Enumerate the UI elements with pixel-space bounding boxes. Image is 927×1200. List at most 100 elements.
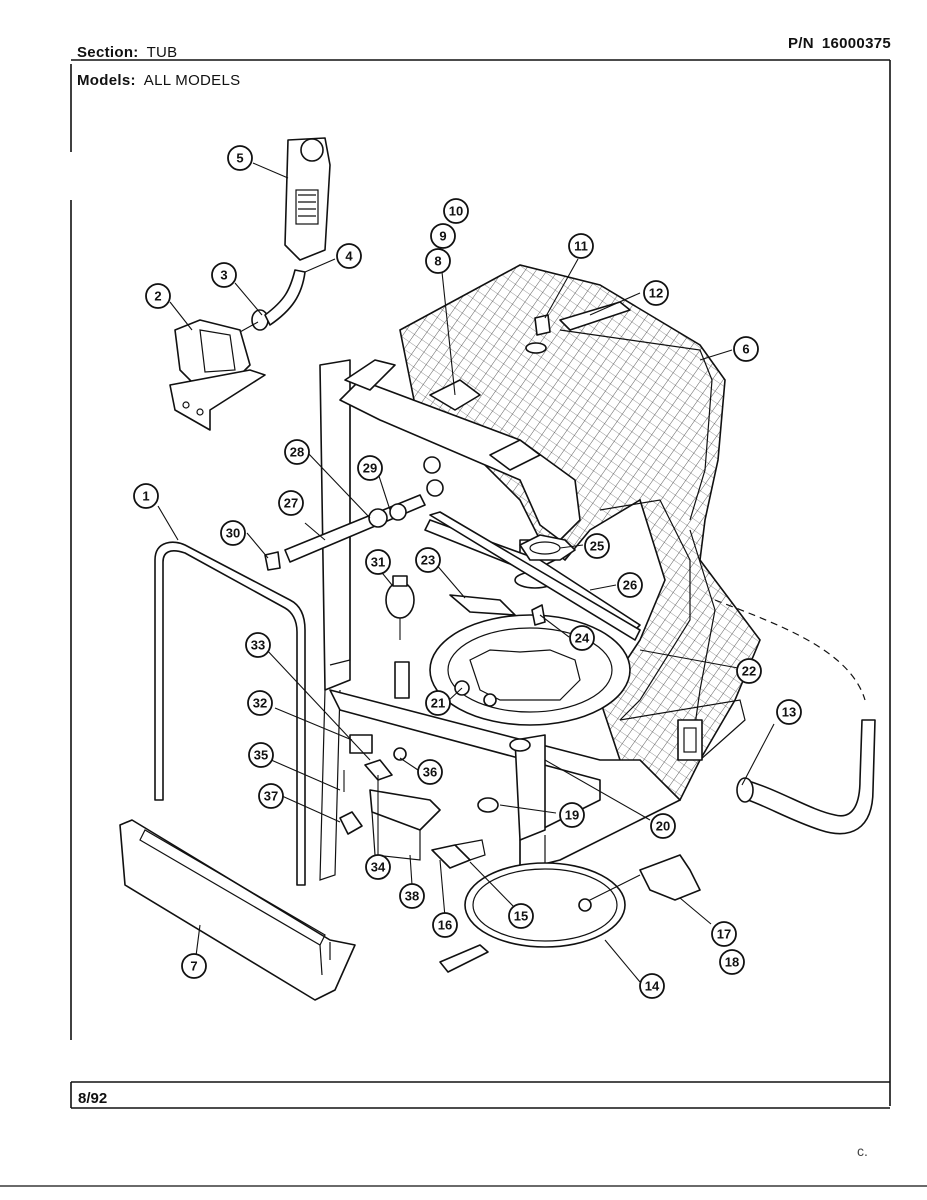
callout-33: 33	[245, 632, 271, 658]
svg-text:38: 38	[405, 889, 419, 904]
svg-text:8: 8	[434, 254, 441, 269]
models-value: ALL MODELS	[143, 72, 241, 89]
svg-text:22: 22	[742, 664, 756, 679]
svg-text:30: 30	[226, 526, 240, 541]
fill-valve	[169, 319, 266, 431]
svg-text:24: 24	[575, 631, 590, 646]
pump-bracket	[509, 734, 546, 881]
svg-text:5: 5	[236, 151, 243, 166]
upper-spray-tube	[264, 456, 444, 571]
drain-hose	[714, 599, 876, 835]
svg-text:33: 33	[251, 638, 265, 653]
callout-11: 11	[568, 233, 594, 259]
tub-body	[319, 359, 746, 881]
svg-text:35: 35	[254, 748, 268, 763]
callout-18: 18	[719, 949, 745, 975]
callout-5: 5	[227, 145, 253, 171]
svg-text:6: 6	[742, 342, 749, 357]
svg-text:13: 13	[782, 705, 796, 720]
revision-date: 8/92	[78, 1090, 108, 1107]
callout-38: 38	[399, 883, 425, 909]
section-heading: Section: TUB	[77, 44, 177, 61]
svg-text:12: 12	[649, 286, 663, 301]
callout-1: 1	[133, 483, 159, 509]
svg-text:15: 15	[514, 909, 528, 924]
svg-text:19: 19	[565, 808, 579, 823]
svg-text:3: 3	[220, 268, 227, 283]
float-switch-group	[339, 734, 441, 861]
svg-text:26: 26	[623, 578, 637, 593]
callout-27: 27	[278, 490, 304, 516]
svg-text:10: 10	[449, 204, 463, 219]
callout-3: 3	[211, 262, 237, 288]
inlet-nut	[559, 301, 631, 331]
callout-20: 20	[650, 813, 676, 839]
callout-23: 23	[415, 547, 441, 573]
inlet-fitting	[534, 314, 551, 336]
models-label: Models:	[77, 72, 136, 89]
callout-28: 28	[284, 439, 310, 465]
heating-element	[431, 839, 701, 973]
part-number-heading: P/N 16000375	[788, 35, 891, 52]
callout-26: 26	[617, 572, 643, 598]
fill-hose	[239, 269, 306, 333]
callout-14: 14	[639, 973, 665, 999]
svg-text:18: 18	[725, 955, 739, 970]
svg-text:7: 7	[190, 959, 197, 974]
callout-36: 36	[417, 759, 443, 785]
callout-24: 24	[569, 625, 595, 651]
bracket-23	[449, 594, 516, 616]
callout-29: 29	[357, 455, 383, 481]
svg-text:1: 1	[142, 489, 149, 504]
part-number-label: P/N	[787, 35, 814, 52]
callout-35: 35	[248, 742, 274, 768]
svg-text:17: 17	[717, 927, 731, 942]
callout-34: 34	[365, 854, 391, 880]
callout-12: 12	[643, 280, 669, 306]
callout-19: 19	[559, 802, 585, 828]
callout-30: 30	[220, 520, 246, 546]
rack-stop-nut	[483, 693, 497, 707]
sump-nut	[477, 797, 499, 813]
svg-text:20: 20	[656, 819, 670, 834]
svg-text:21: 21	[431, 696, 445, 711]
part-number-value: 16000375	[821, 35, 891, 52]
svg-text:2: 2	[154, 289, 161, 304]
callout-31: 31	[365, 549, 391, 575]
callout-25: 25	[584, 533, 610, 559]
svg-text:34: 34	[371, 860, 386, 875]
callout-17: 17	[711, 921, 737, 947]
lower-spray-arm	[429, 511, 641, 641]
svg-text:28: 28	[290, 445, 304, 460]
svg-text:23: 23	[421, 553, 435, 568]
callout-37: 37	[258, 783, 284, 809]
svg-text:37: 37	[264, 789, 278, 804]
spray-arm-support	[531, 604, 546, 626]
svg-text:32: 32	[253, 696, 267, 711]
svg-text:29: 29	[363, 461, 377, 476]
svg-text:25: 25	[590, 539, 604, 554]
svg-text:16: 16	[438, 918, 452, 933]
callout-21: 21	[425, 690, 451, 716]
callout-6: 6	[733, 336, 759, 362]
callout-4: 4	[336, 243, 362, 269]
callout-16: 16	[432, 912, 458, 938]
svg-text:31: 31	[371, 555, 385, 570]
callout-22: 22	[736, 658, 762, 684]
callout-9: 9	[430, 223, 456, 249]
models-heading: Models: ALL MODELS	[77, 72, 240, 89]
callout-15: 15	[508, 903, 534, 929]
float-assembly	[385, 575, 415, 699]
svg-text:9: 9	[439, 229, 446, 244]
callout-13: 13	[776, 699, 802, 725]
svg-text:14: 14	[645, 979, 660, 994]
door-gasket	[154, 541, 306, 886]
callout-7: 7	[181, 953, 207, 979]
svg-text:4: 4	[345, 249, 353, 264]
section-value: TUB	[146, 44, 178, 61]
callout-8: 8	[425, 248, 451, 274]
section-label: Section:	[77, 44, 139, 61]
kick-plate	[119, 819, 356, 1001]
